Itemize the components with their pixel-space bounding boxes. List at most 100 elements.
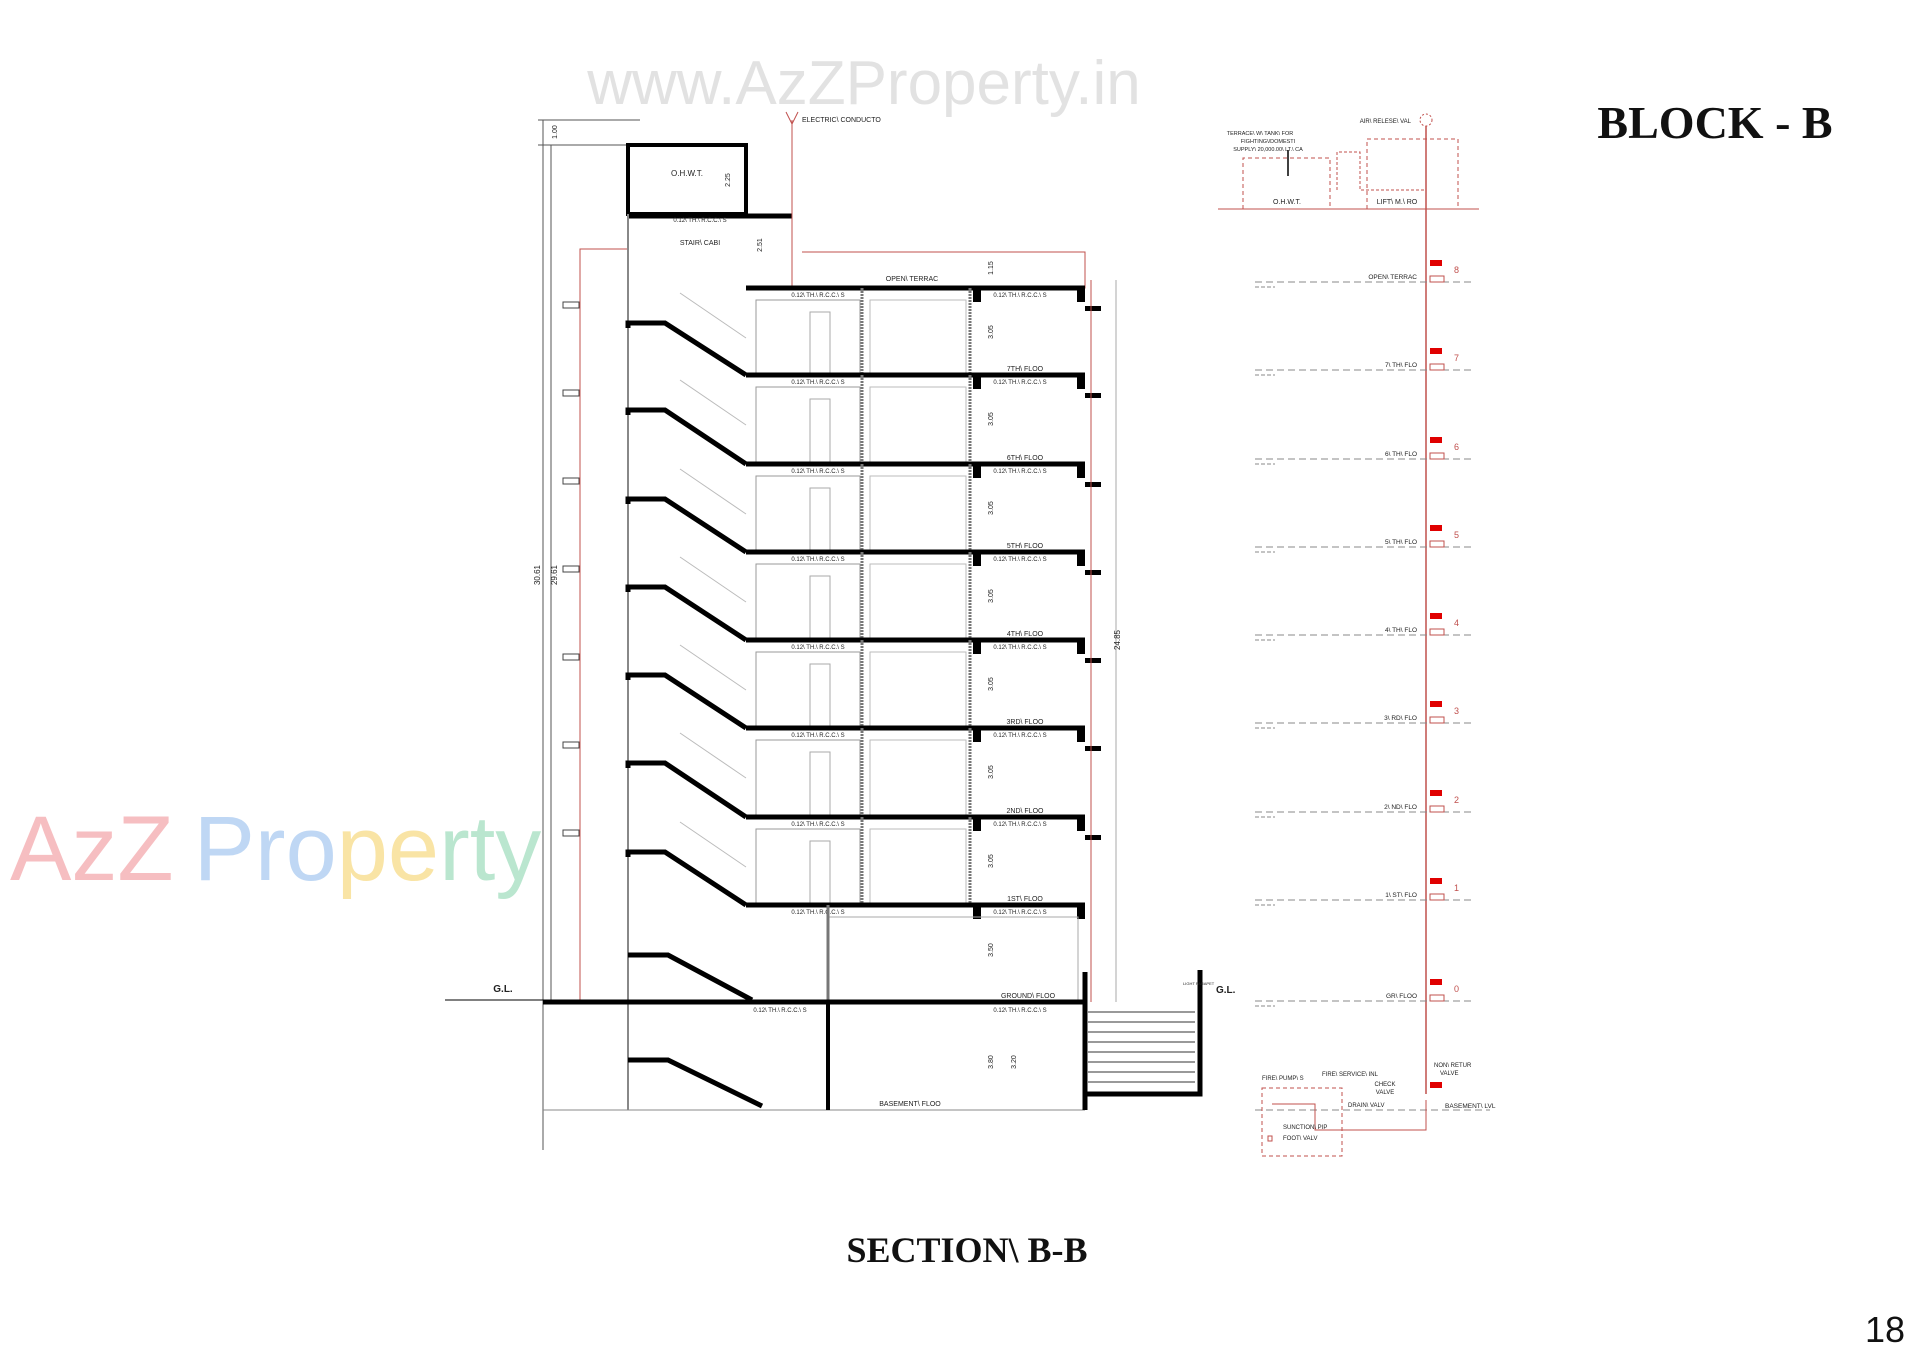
landing-valve-icon — [1429, 363, 1445, 371]
valve-number: 1 — [1454, 883, 1459, 893]
slab-note: 0.12\ TH.\ R.C.C.\ S — [993, 733, 1046, 739]
stair-flight — [625, 320, 748, 378]
stair-flight — [625, 496, 748, 555]
level-label: 7\ TH\ FLO — [1385, 362, 1417, 369]
basement-clear-height: 3.20 — [1011, 1055, 1018, 1069]
hose-reel-icon — [1430, 790, 1442, 796]
hose-reel-icon — [1430, 437, 1442, 443]
conduct-arrow-icon — [785, 111, 799, 126]
floor-height: 3.05 — [988, 854, 995, 868]
light-well-wall — [1085, 970, 1203, 1097]
door-opening — [809, 398, 831, 463]
slab-note: 0.12\ TH.\ R.C.C.\ S — [791, 645, 844, 651]
basement-level-label: BASEMENT\ LVL — [1445, 1103, 1496, 1110]
room-outline — [755, 739, 861, 816]
floor-height: 3.05 — [988, 325, 995, 339]
room-outline — [869, 739, 967, 816]
beam — [973, 552, 981, 566]
beam — [973, 375, 981, 389]
balcony-ledge — [562, 389, 580, 397]
beam — [973, 640, 981, 654]
watermark-url: www.AzZProperty.in — [586, 49, 1141, 118]
stair-flight — [628, 1057, 764, 1109]
page-number: 18 — [1865, 1309, 1905, 1350]
stair-flight — [628, 952, 754, 1003]
slab-note: 0.12\ TH.\ R.C.C.\ S — [993, 293, 1046, 299]
terrace-parapet — [792, 251, 1086, 289]
slab-note: 0.12\ TH.\ R.C.C.\ S — [993, 557, 1046, 563]
beam — [1077, 375, 1085, 389]
beam — [973, 905, 981, 919]
level-label: 6\ TH\ FLO — [1385, 451, 1417, 458]
dimension-total: 30.61 — [533, 564, 542, 585]
room-outline — [755, 651, 861, 727]
watermark-logo-rest: Pro — [194, 798, 337, 900]
stair-cabin-label: STAIR\ CABI — [680, 240, 720, 247]
non-return-valve-label: VALVE — [1440, 1071, 1458, 1077]
slab-note: 0.12\ TH.\ R.C.C.\ S — [791, 910, 844, 916]
basement-floor-label: BASEMENT\ FLOO — [879, 1101, 941, 1108]
hose-reel-icon — [1430, 525, 1442, 531]
landing-valve-icon — [1429, 716, 1445, 724]
landing-valve-icon — [1429, 540, 1445, 548]
hose-reel-icon — [1430, 1082, 1442, 1088]
stair-upper-flight — [679, 556, 747, 603]
hose-reel-icon — [1430, 348, 1442, 354]
chajja — [1085, 746, 1101, 751]
floor-height: 3.05 — [988, 589, 995, 603]
floor-label: 1ST\ FLOO — [1007, 896, 1043, 903]
chajja — [1085, 482, 1101, 487]
basement-height: 3.80 — [988, 1055, 995, 1069]
floor-height: 3.05 — [988, 765, 995, 779]
room-outline — [755, 386, 861, 463]
ohwt-tank-outline — [1242, 157, 1331, 209]
lift-room-label: LIFT\ M.\ RO — [1377, 199, 1418, 206]
non-return-valve-label: NON\ RETUR — [1434, 1063, 1472, 1069]
stair-flight — [625, 407, 748, 467]
slab-note: 0.12\ TH.\ R.C.C.\ S — [673, 218, 726, 224]
tank-note: FIGHTING\/DOMESTI — [1241, 139, 1296, 145]
landing-valve-icon — [1429, 275, 1445, 283]
room-outline — [869, 386, 967, 463]
ground-room-outline — [827, 916, 1079, 1001]
air-release-label: AIR\ RELESE\ VAL — [1360, 119, 1412, 125]
floor-label: 5TH\ FLOO — [1007, 543, 1044, 550]
beam — [1077, 464, 1085, 478]
balcony-ledge — [562, 741, 580, 749]
drain-valve-label: DRAIN\ VALV — [1348, 1103, 1384, 1109]
room-outline — [755, 475, 861, 551]
level-label: 3\ RD\ FLO — [1384, 715, 1417, 722]
slab-note: 0.12\ TH.\ R.C.C.\ S — [791, 380, 844, 386]
landing-valve-icon — [1429, 628, 1445, 636]
valve-number: 6 — [1454, 442, 1459, 452]
riser-ohwt-label: O.H.W.T. — [1273, 199, 1301, 206]
room-outline — [755, 299, 861, 374]
check-valve-label: CHECK — [1374, 1082, 1395, 1088]
hose-reel-icon — [1430, 613, 1442, 619]
floor-height: 3.05 — [988, 677, 995, 691]
beam — [1077, 552, 1085, 566]
valve-number: 4 — [1454, 618, 1459, 628]
slab-note: 0.12\ TH.\ R.C.C.\ S — [993, 910, 1046, 916]
floor-label: 2ND\ FLOO — [1007, 808, 1045, 815]
beam — [1077, 288, 1085, 302]
beam — [1077, 728, 1085, 742]
pump-delivery-pipe — [1272, 1100, 1427, 1131]
hose-reel-icon — [1430, 878, 1442, 884]
door-opening — [809, 840, 831, 904]
landing-valve-icon — [1429, 994, 1445, 1002]
ohwt-label: O.H.W.T. — [671, 169, 703, 178]
floor-label: 3RD\ FLOO — [1007, 719, 1045, 726]
ground-floor-label: GROUND\ FLOO — [1001, 993, 1056, 1000]
balcony-ledge — [562, 565, 580, 573]
tank-outlet-pipe — [1336, 151, 1426, 191]
floor-label: 4TH\ FLOO — [1007, 631, 1044, 638]
outer-elevation-line — [579, 248, 628, 1002]
chajja — [1085, 658, 1101, 663]
room-outline — [869, 828, 967, 904]
beam — [1077, 905, 1085, 919]
chajja — [1085, 306, 1101, 311]
hose-reel-icon — [1430, 701, 1442, 707]
tank-note: SUPPLY\ 20,000.00\ LT.\ CA — [1233, 147, 1303, 153]
